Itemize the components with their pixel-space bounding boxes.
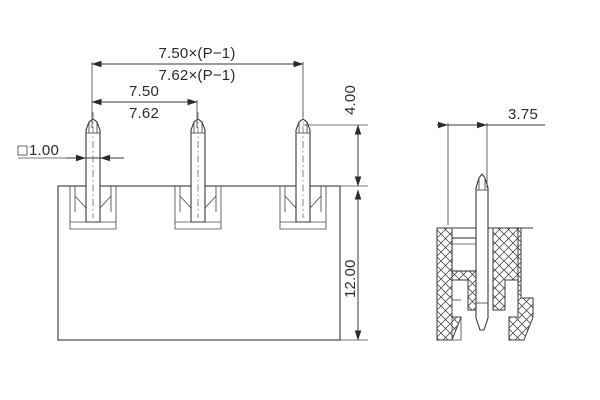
side-section-view-group: 3.75 xyxy=(436,106,545,341)
dim-pin-width-arrow-left xyxy=(76,154,86,162)
front-view-group: 7.50×(P−1) 7.62×(P−1) 7.50 7.62 1.00 xyxy=(17,45,368,341)
pin-3 xyxy=(295,112,311,223)
dim-body-height-12: 12.00 xyxy=(340,189,368,341)
dim-4-label: 4.00 xyxy=(342,85,359,115)
side-view-pin xyxy=(475,173,489,331)
dim-overall-pitch-b-label: 7.62×(P−1) xyxy=(158,67,235,84)
contact-leg-left xyxy=(451,280,462,341)
dim-pin-height-4: 4.00 xyxy=(303,85,368,187)
dim-pin-offset-375: 3.75 xyxy=(437,106,545,225)
dim-pin-width-arrow-right xyxy=(100,154,110,162)
pin-1 xyxy=(85,112,101,223)
pin-2 xyxy=(190,112,206,223)
dim-pin-width: 1.00 xyxy=(17,142,124,162)
dim-375-arrow-right xyxy=(477,121,487,129)
dim-overall-pitch: 7.50×(P−1) 7.62×(P−1) xyxy=(91,45,304,128)
dim-375-arrow-left xyxy=(438,121,448,129)
dim-pitch-b-label: 7.62 xyxy=(129,105,159,122)
square-symbol-icon xyxy=(17,145,28,156)
dim-overall-pitch-a-label: 7.50×(P−1) xyxy=(158,45,235,62)
dim-single-pitch: 7.50 7.62 xyxy=(91,83,198,128)
dim-pin-width-label: 1.00 xyxy=(29,142,59,159)
dim-pitch-a-label: 7.50 xyxy=(129,83,159,100)
dim-12-label: 12.00 xyxy=(342,259,359,298)
dim-375-label: 3.75 xyxy=(508,106,538,123)
housing-inner-right-rib-section xyxy=(492,227,522,311)
housing-right-wall-section xyxy=(508,227,534,341)
